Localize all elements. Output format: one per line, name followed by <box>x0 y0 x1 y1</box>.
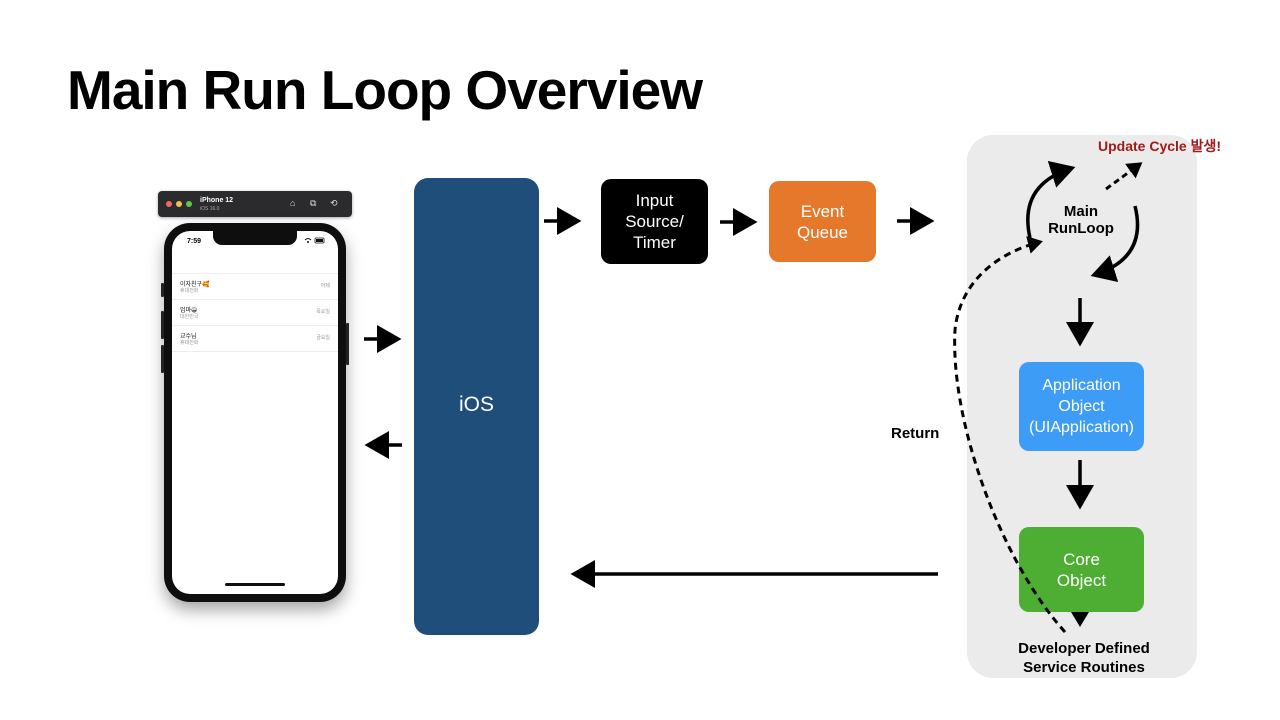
simulator-toolbar: iPhone 12 iOS 16.0 ⌂ ⧉ ⟲ <box>158 191 352 217</box>
minimize-dot[interactable] <box>176 201 182 207</box>
zoom-dot[interactable] <box>186 201 192 207</box>
screenshot-icon[interactable]: ⧉ <box>310 198 317 208</box>
volume-up-button <box>161 311 164 339</box>
event-queue-box: Event Queue <box>769 181 876 262</box>
core-object-label: Core Object <box>1056 549 1107 590</box>
page-title: Main Run Loop Overview <box>67 59 703 121</box>
chat-subtitle: 대한민국 <box>180 314 199 320</box>
return-dashed-arrow <box>953 236 1067 634</box>
chat-name: 교수님 <box>180 334 197 340</box>
mute-switch <box>161 283 164 297</box>
ios-label: iOS <box>458 393 494 416</box>
status-time: 7:59 <box>187 238 202 245</box>
chat-name: 이자친구🥰 <box>180 282 210 288</box>
input-source-label: Input Source/ Timer <box>625 191 684 252</box>
application-object-label: Application Object (UIApplication) <box>1029 377 1134 436</box>
chat-date: 어제 <box>320 283 330 289</box>
input-source-box: Input Source/ Timer <box>601 179 708 264</box>
wifi-battery-icon <box>304 237 326 246</box>
list-item[interactable]: 교수님 휴대전화 금요일 <box>172 325 338 352</box>
chat-subtitle: 휴대전화 <box>180 340 199 346</box>
developer-routines-label: Developer Defined Service Routines <box>1018 640 1150 676</box>
simulator-device-name: iPhone 12 <box>200 197 234 204</box>
simulator-os-version: iOS 16.0 <box>200 206 220 212</box>
chat-date: 금요일 <box>316 335 330 341</box>
update-cycle-arrow <box>1105 162 1143 191</box>
update-cycle-label: Update Cycle 발생! <box>1098 138 1222 154</box>
ios-box: iOS <box>414 178 539 635</box>
close-dot[interactable] <box>166 201 172 207</box>
return-label: Return <box>891 425 940 442</box>
event-queue-label: Event Queue <box>796 201 849 242</box>
runloop-cycle-arrow-bottom <box>1090 205 1140 283</box>
chat-date: 목요일 <box>316 309 330 315</box>
chat-subtitle: 휴대전화 <box>180 288 199 294</box>
application-object-box: Application Object (UIApplication) <box>1019 362 1144 451</box>
notch <box>213 231 297 245</box>
phone-screen: 7:59 이자친구🥰 휴대전화 어제 엄마😀 대한민국 목요일 교수님 휴대전화… <box>172 231 338 594</box>
home-icon[interactable]: ⌂ <box>290 198 296 208</box>
side-button <box>346 323 349 365</box>
rotate-icon[interactable]: ⟲ <box>330 198 338 208</box>
chat-name: 엄마😀 <box>180 308 198 314</box>
main-runloop-label: Main RunLoop <box>1048 203 1114 237</box>
iphone-simulator: 7:59 이자친구🥰 휴대전화 어제 엄마😀 대한민국 목요일 교수님 휴대전화… <box>161 223 349 602</box>
list-item[interactable]: 이자친구🥰 휴대전화 어제 <box>172 273 338 299</box>
list-item[interactable]: 엄마😀 대한민국 목요일 <box>172 299 338 325</box>
home-indicator <box>225 583 285 586</box>
volume-down-button <box>161 345 164 373</box>
runloop-cycle-arrow-top <box>1026 160 1076 239</box>
